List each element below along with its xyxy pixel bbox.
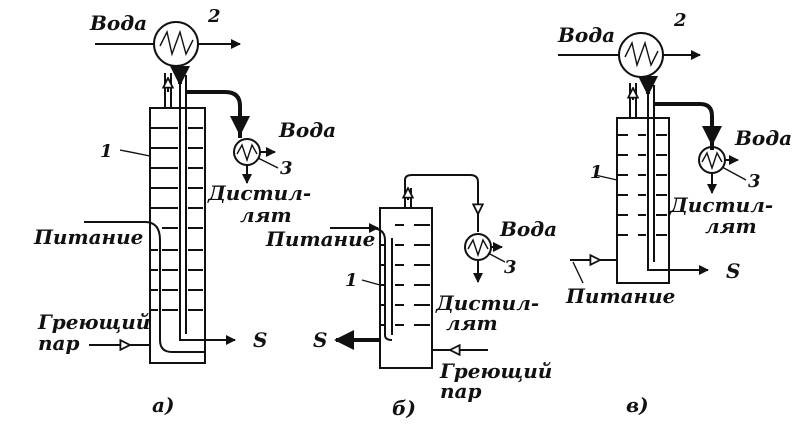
distillate-label-c-1: Дистил- — [669, 193, 773, 217]
cooler-num-c: 3 — [748, 171, 761, 192]
distillate-label-a-2: лят — [240, 203, 292, 227]
cooler-num-b: 3 — [504, 257, 517, 278]
column-num-c: 1 — [590, 162, 603, 183]
condenser-num-c: 2 — [673, 10, 687, 31]
scheme-b: Питание Вода 3 1 Дистил- лят S Греющий п… — [265, 174, 557, 420]
caption-c: в) — [626, 393, 649, 417]
caption-a: а) — [152, 393, 174, 417]
distillate-line-c — [654, 102, 714, 150]
distillate-label-b-1: Дистил- — [435, 291, 539, 315]
steam-label-a-1: Греющий — [37, 310, 150, 334]
reflux-pipe-a — [179, 75, 236, 345]
feed-label-b: Питание — [265, 227, 375, 251]
feed-label-a: Питание — [33, 225, 143, 249]
bottoms-label-c: S — [726, 259, 740, 283]
bottoms-label-b: S — [313, 328, 327, 352]
water-label-c: Вода — [557, 23, 615, 47]
steam-label-b-2: пар — [440, 379, 482, 403]
distillate-label-a-1: Дистил- — [207, 181, 311, 205]
bottoms-label-a: S — [253, 328, 267, 352]
condenser-num-a: 2 — [207, 6, 221, 27]
trays-c — [618, 134, 667, 236]
distillate-label-c-2: лят — [705, 214, 757, 238]
column-c — [616, 117, 670, 284]
cooler-water-label-a: Вода — [278, 118, 336, 142]
caption-b: б) — [392, 396, 416, 420]
distillate-label-b-2: лят — [446, 311, 498, 335]
reflux-pipe-c — [647, 85, 709, 275]
feed-pipe-a — [84, 221, 205, 353]
cooler-water-label-c: Вода — [734, 126, 792, 150]
vapor-line-b — [404, 174, 479, 208]
column-b — [379, 207, 433, 369]
column-num-b: 1 — [345, 270, 358, 291]
trays-a — [151, 127, 203, 311]
water-label-a: Вода — [89, 11, 147, 35]
feed-label-c: Питание — [565, 284, 675, 308]
scheme-a: Вода 2 1 Вода 3 Дистил- лят Питание Грею… — [33, 6, 336, 417]
column-a — [149, 107, 206, 364]
scheme-c: Вода 2 Вода 1 3 Дистил- лят S Питание в) — [557, 10, 792, 417]
column-num-a: 1 — [100, 141, 113, 162]
cooler-num-a: 3 — [280, 158, 293, 179]
trays-b — [381, 224, 430, 326]
cooler-water-label-b: Вода — [499, 217, 557, 241]
steam-label-a-2: пар — [38, 331, 80, 355]
steam-label-b-1: Греющий — [439, 359, 552, 383]
distillate-line-a — [186, 90, 242, 138]
